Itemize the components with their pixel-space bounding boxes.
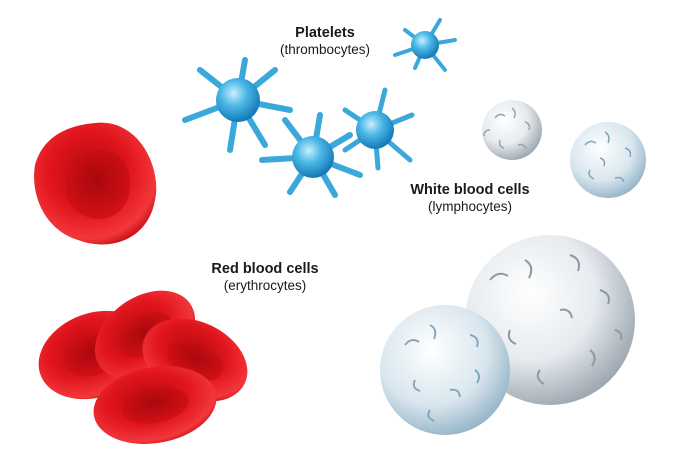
red-blood-cells-title: Red blood cells [211,261,319,277]
platelets-label: Platelets (thrombocytes) [250,24,400,59]
white-blood-cell [482,100,542,160]
red-blood-cells-subtitle: (erythrocytes) [223,278,307,294]
red-blood-cell-cluster [38,290,248,444]
white-blood-cell [570,122,646,198]
white-blood-cells-subtitle: (lymphocytes) [427,199,513,215]
platelet-cell [182,57,293,153]
platelets-title: Platelets [295,25,355,41]
white-blood-cells-title: White blood cells [410,182,530,198]
white-blood-cells-label: White blood cells (lymphocytes) [385,181,555,216]
red-blood-cell [34,122,157,245]
platelets-subtitle: (thrombocytes) [279,42,371,58]
white-blood-cell-front [380,305,510,435]
platelet-cell [393,18,457,72]
red-blood-cells-label: Red blood cells (erythrocytes) [190,260,340,295]
platelet-cell [342,87,415,171]
platelet-cell [259,112,363,198]
